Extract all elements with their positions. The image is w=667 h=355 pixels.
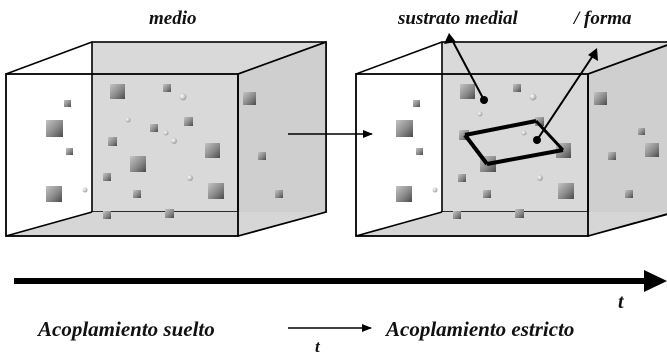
- right-box-bottom-face: [356, 212, 667, 236]
- particle-cube: [150, 124, 158, 132]
- label-medial-substrate: sustrato medial: [397, 8, 519, 29]
- particle-cube: [208, 183, 224, 199]
- substrate-pointer-arrowhead: [444, 33, 456, 44]
- time-axis-label: t: [618, 291, 625, 313]
- left-box-edge: [237, 211, 327, 237]
- left-box-edge: [5, 211, 93, 237]
- coupling-link: [534, 119, 565, 152]
- right-substrate-box: [355, 33, 667, 238]
- coupling-link: [486, 148, 564, 166]
- particle-cube: [64, 100, 71, 107]
- right-box-particles: [396, 84, 659, 219]
- particle-cube: [458, 174, 466, 182]
- right-box-edge: [587, 213, 667, 237]
- particle-cube: [46, 120, 63, 137]
- particle-cube: [130, 156, 146, 172]
- particle-cube: [608, 152, 616, 160]
- particle-cube: [396, 120, 413, 137]
- particle-cube: [625, 190, 633, 198]
- particle-cube: [483, 190, 491, 198]
- particle-cube: [416, 148, 423, 155]
- particle-cube: [515, 209, 524, 218]
- particle-dot: [521, 130, 527, 136]
- particle-cube: [645, 143, 659, 157]
- particle-dot: [529, 93, 537, 101]
- coupling-transition-label: t: [315, 337, 321, 355]
- time-axis: t: [14, 270, 667, 313]
- particle-cube: [594, 92, 607, 105]
- particle-cube: [413, 100, 420, 107]
- particle-dot: [171, 138, 177, 144]
- particle-cube: [275, 190, 283, 198]
- right-box-front-face: [355, 73, 589, 237]
- right-box-edge: [355, 211, 443, 237]
- time-axis-arrowhead: [644, 270, 667, 292]
- left-box-edge: [5, 41, 93, 75]
- particle-cube: [165, 209, 174, 218]
- particle-dot: [82, 187, 88, 193]
- left-box-edge: [237, 41, 327, 75]
- coupling-link: [463, 133, 489, 166]
- left-box-side-face: [237, 40, 327, 238]
- substrate-pointer-line: [450, 37, 485, 101]
- left-box-particles: [46, 84, 283, 219]
- label-medium: medio: [149, 8, 197, 29]
- particle-dot: [537, 175, 543, 181]
- particle-cube: [205, 143, 220, 158]
- particle-cube: [243, 92, 256, 105]
- particle-cube: [258, 152, 266, 160]
- form-pointer-arrowhead: [588, 48, 598, 61]
- particle-cube: [184, 117, 193, 126]
- left-medium-box: [5, 40, 327, 238]
- particle-dot: [125, 117, 131, 123]
- form-pointer-line: [536, 53, 595, 141]
- particle-cube: [163, 84, 171, 92]
- particle-dot: [163, 130, 169, 136]
- particle-cube: [108, 137, 117, 146]
- particle-cube: [459, 130, 469, 140]
- form-pointer-dot: [533, 136, 541, 144]
- coupling-link: [464, 119, 537, 137]
- particle-cube: [396, 186, 412, 202]
- particle-cube: [110, 84, 125, 99]
- right-box-side-face: [587, 44, 667, 238]
- particle-cube: [460, 84, 475, 99]
- particle-cube: [558, 183, 574, 199]
- left-box-front-face: [5, 73, 239, 237]
- label-strict-coupling: Acoplamiento estricto: [384, 317, 574, 341]
- particle-dot: [187, 175, 193, 181]
- particle-dot: [477, 111, 483, 117]
- coupled-form: [463, 119, 565, 166]
- time-axis-shaft: [14, 278, 646, 284]
- particle-cube: [133, 190, 141, 198]
- left-box-bottom-face: [6, 212, 326, 236]
- particle-cube: [46, 186, 62, 202]
- particle-cube: [103, 173, 111, 181]
- particle-dot: [179, 93, 187, 101]
- particle-cube: [535, 117, 544, 126]
- particle-cube: [513, 84, 521, 92]
- right-box-edge: [355, 41, 443, 75]
- label-loose-coupling: Acoplamiento suelto: [36, 317, 215, 341]
- particle-dot: [432, 187, 438, 193]
- label-form: / forma: [572, 8, 632, 29]
- particle-cube: [103, 211, 111, 219]
- particle-cube: [638, 128, 645, 135]
- particle-cube: [66, 148, 73, 155]
- right-box-edge: [587, 44, 667, 75]
- substrate-pointer-dot: [480, 96, 488, 104]
- particle-cube: [453, 211, 461, 219]
